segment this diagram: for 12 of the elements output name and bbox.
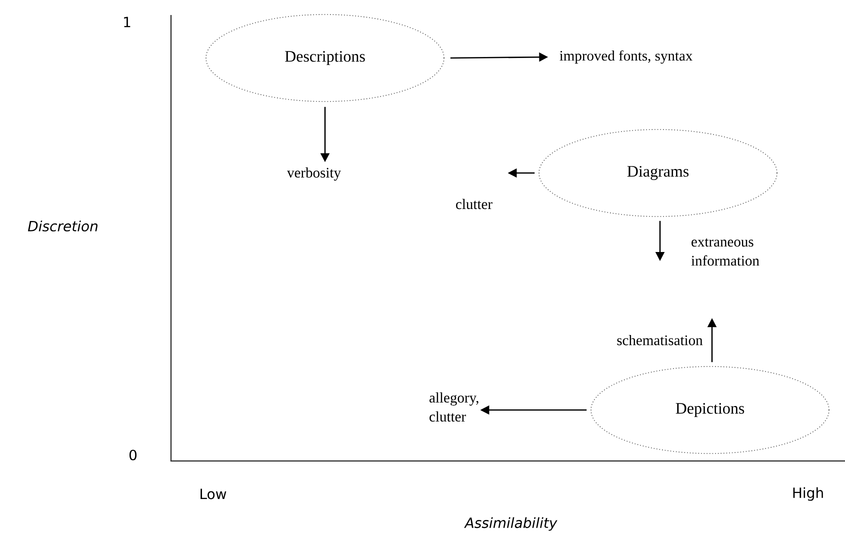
outcome-text: improved fonts, syntax	[560, 50, 692, 64]
outcome-text: extraneous information	[691, 238, 760, 266]
outcome-text: clutter	[456, 198, 492, 210]
tick-label: Low	[200, 488, 226, 500]
tick-label: 1	[124, 16, 130, 28]
tick-label: 0	[129, 450, 137, 460]
outcome-text: allegory, clutter	[430, 392, 478, 422]
axis-label: Discretion	[28, 220, 98, 232]
axis-label: Assimilability	[464, 517, 558, 531]
edge-label: schematisation	[617, 335, 703, 346]
tick-label: High	[793, 487, 823, 501]
outcome-text: verbosity	[287, 167, 341, 181]
